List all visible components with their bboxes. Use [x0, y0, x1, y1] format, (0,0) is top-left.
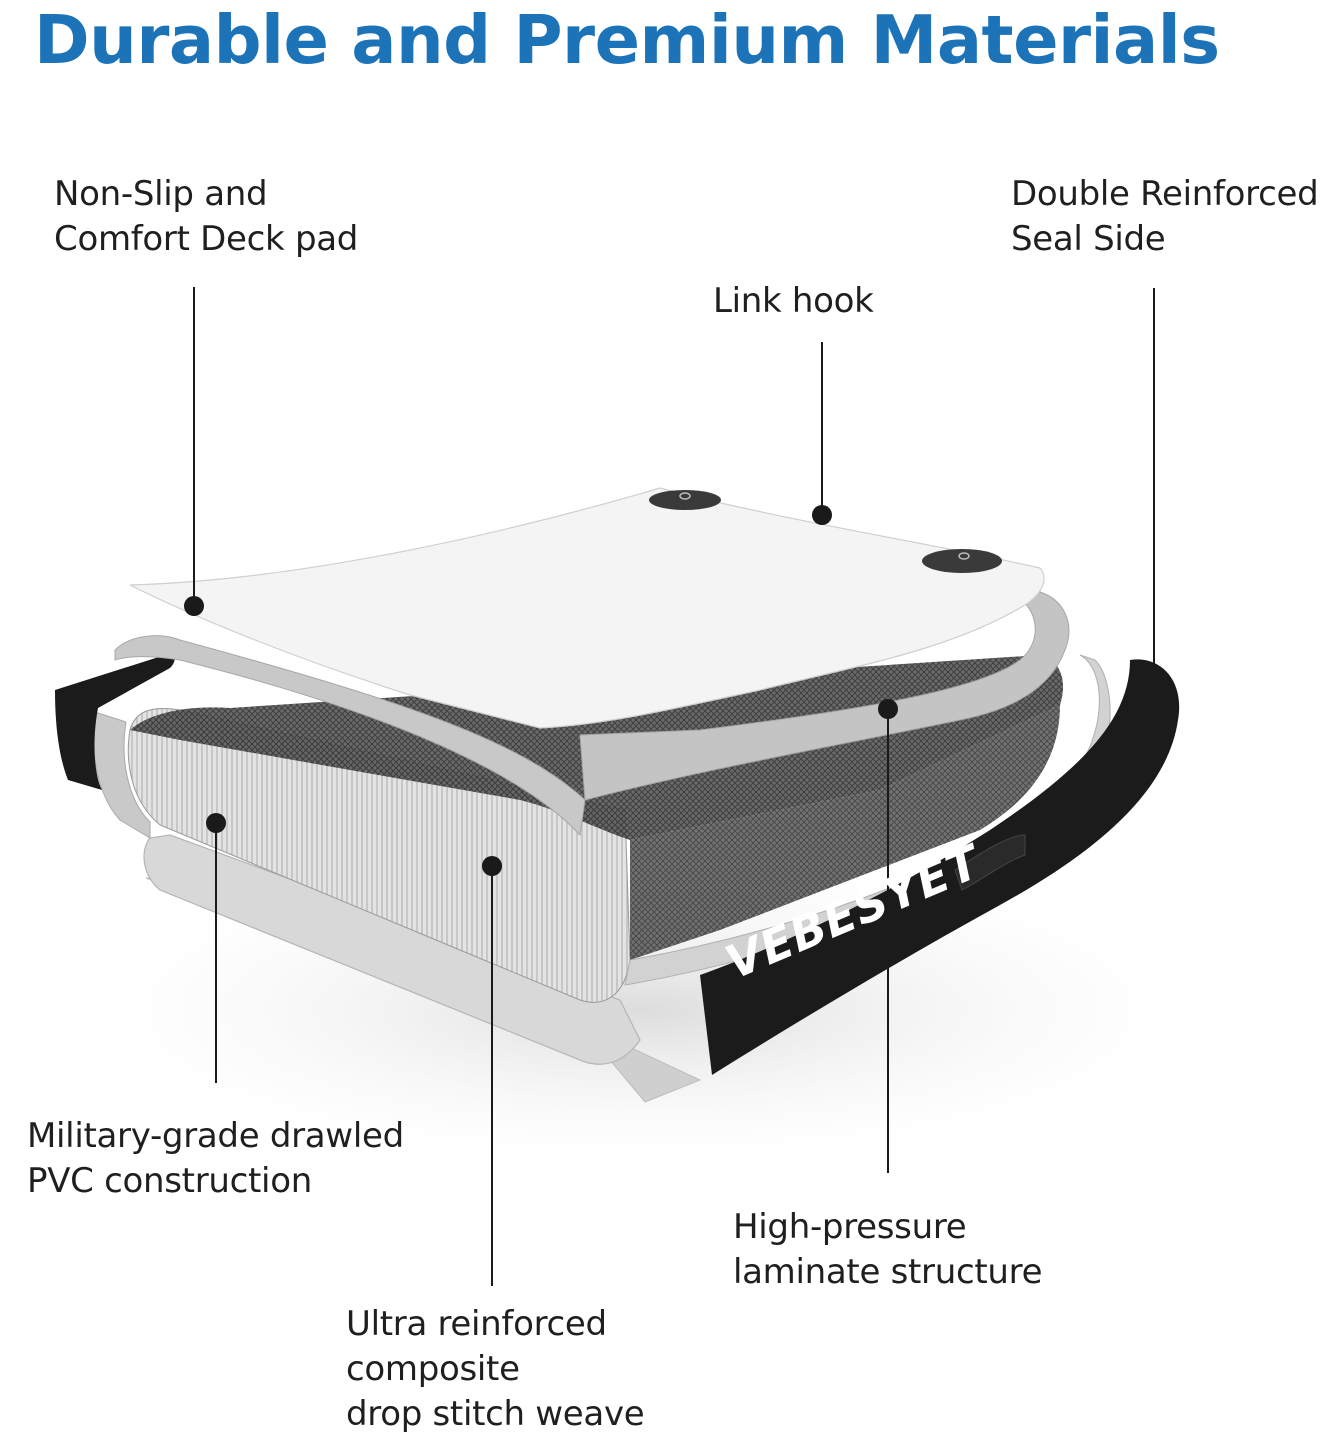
leader-lines — [184, 287, 1155, 1286]
callout-laminate: High-pressure laminate structure — [733, 1205, 1042, 1295]
core-mesh-side — [630, 705, 1060, 960]
callout-laminate-line2: laminate structure — [733, 1252, 1043, 1292]
callout-deck-pad-line1: Non-Slip and — [54, 174, 268, 214]
bottom-layer — [143, 834, 641, 1065]
callout-seal-side: Double Reinforced Seal Side — [1011, 172, 1319, 262]
page-title: Durable and Premium Materials — [34, 1, 1220, 79]
callout-weave: Ultra reinforced composite drop stitch w… — [346, 1302, 645, 1437]
link-hook-right-ring — [958, 552, 970, 560]
leader-dot-deck-pad — [184, 596, 204, 616]
left-seal-band — [55, 654, 175, 790]
callout-weave-line3: drop stitch weave — [346, 1394, 645, 1434]
deck-pad-sheet — [129, 487, 1045, 729]
link-hook-right — [922, 549, 1002, 573]
side-handle — [954, 834, 1026, 891]
leader-dot-weave — [482, 856, 502, 876]
callout-pvc-line1: Military-grade drawled — [27, 1116, 404, 1156]
callout-seal-side-line2: Seal Side — [1011, 219, 1166, 259]
callout-weave-line2: composite — [346, 1349, 520, 1389]
callout-pvc: Military-grade drawled PVC construction — [27, 1114, 404, 1204]
callout-link-hook: Link hook — [713, 279, 874, 324]
upper-grey-layer-right — [579, 587, 1070, 801]
drop-stitch-core — [127, 707, 631, 1003]
callout-link-hook-line1: Link hook — [713, 281, 874, 321]
upper-grey-layer — [114, 635, 586, 837]
leader-dot-laminate — [878, 699, 898, 719]
link-hook-left — [649, 490, 721, 510]
callout-laminate-line1: High-pressure — [733, 1207, 967, 1247]
callout-weave-line1: Ultra reinforced — [346, 1304, 607, 1344]
callout-deck-pad-line2: Comfort Deck pad — [54, 219, 359, 259]
leader-dot-pvc — [206, 813, 226, 833]
leader-dot-link-hook — [812, 505, 832, 525]
callout-pvc-line2: PVC construction — [27, 1161, 312, 1201]
callout-deck-pad: Non-Slip and Comfort Deck pad — [54, 172, 358, 262]
link-hook-left-ring — [679, 492, 691, 500]
right-seal-band — [700, 659, 1180, 1075]
callout-seal-side-line1: Double Reinforced — [1011, 174, 1319, 214]
